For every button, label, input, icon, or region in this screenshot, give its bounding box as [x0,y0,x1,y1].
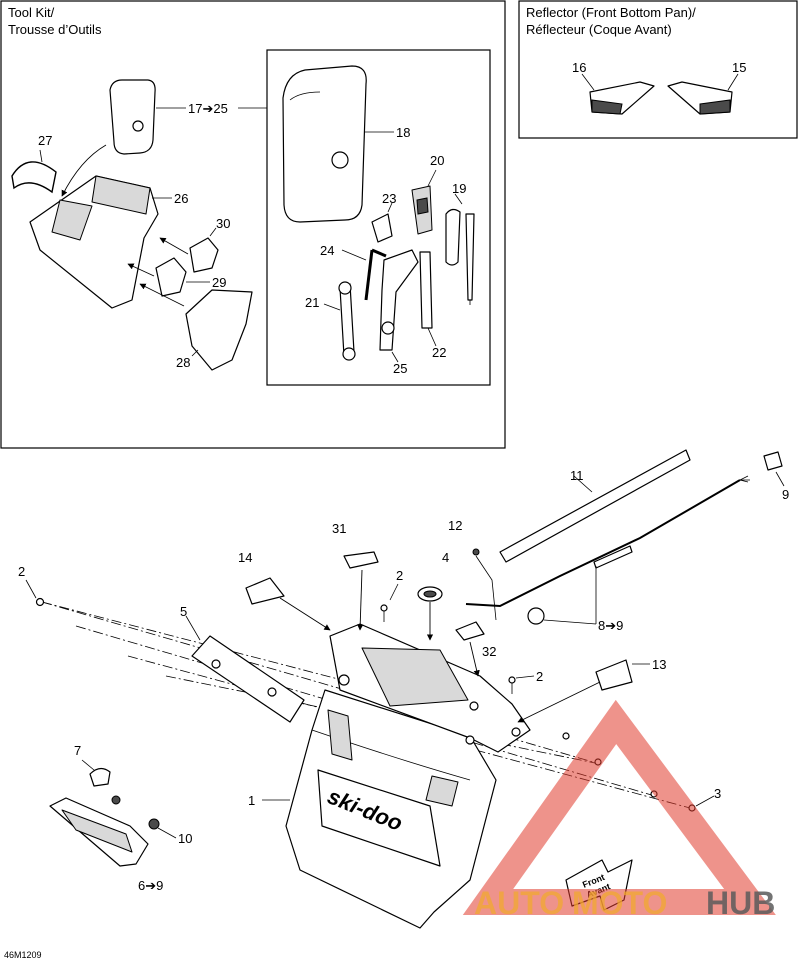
screw-right: 2 [508,669,543,694]
callout-29: 29 [212,275,226,290]
watermark-auto: AUTO [474,885,564,921]
callout-4: 4 [442,550,449,565]
tool-bag-large: 18 [282,65,410,223]
socket-tool: 20 [411,153,444,235]
callout-1: 1 [248,793,255,808]
callout-8-9: 8➔9 [598,618,623,633]
screw-left: 2 [18,564,45,607]
assembly-arrow [61,144,107,197]
wrench: 21 [305,281,356,361]
connector: 9 [763,451,789,502]
emblem: 4 [417,550,449,641]
side-bracket: 5 [180,604,305,723]
upper-frame [329,623,531,753]
reflector-15: 15 [667,60,746,115]
callout-23: 23 [382,191,396,206]
reflector-title-en: Reflector (Front Bottom Pan)/ [526,5,696,20]
tool-kit-title-fr: Trousse d’Outils [8,22,102,37]
clip: 23 [371,191,396,243]
callout-5: 5 [180,604,187,619]
callout-20: 20 [430,153,444,168]
callout-16: 16 [572,60,586,75]
watermark-moto: MOTO [572,885,667,921]
callout-13: 13 [652,657,666,672]
tool-kit-title-en: Tool Kit/ [8,5,55,20]
callout-21: 21 [305,295,319,310]
callout-9: 9 [782,487,789,502]
callout-27: 27 [38,133,52,148]
tool-kit-panel: Tool Kit/ Trousse d’Outils 17➔25 18 20 [0,0,506,449]
callout-32: 32 [482,644,496,659]
pad-29: 29 [127,257,226,297]
tool-holder: 26 [29,175,188,309]
reflector-panel: Reflector (Front Bottom Pan)/ Réflecteur… [518,0,798,139]
reflector-title-fr: Réflecteur (Coque Avant) [526,22,672,37]
main-assembly: ski-doo 1 5 14 [18,449,789,929]
strap: 22 [419,251,446,360]
pad-30: 30 [159,216,230,273]
bulb: 7 [74,743,111,787]
callout-22: 22 [432,345,446,360]
grommet: 12 [448,518,497,621]
spanner-tool: 25 [379,249,419,376]
callout-19: 19 [452,181,466,196]
screwdriver: 19 [445,181,475,305]
callout-2c: 2 [536,669,543,684]
callout-3: 3 [714,786,721,801]
headlamp: 10 6➔9 [49,795,192,893]
trim-strip: 11 [499,449,691,563]
callout-30: 30 [216,216,230,231]
tool-bag-small: 17➔25 [109,79,267,155]
callout-15: 15 [732,60,746,75]
callout-31: 31 [332,521,346,536]
figure-code: 46M1209 [4,950,42,960]
callout-28: 28 [176,355,190,370]
callout-17-25: 17➔25 [188,101,228,116]
callout-2b: 2 [396,568,403,583]
watermark-hub: HUB [706,885,775,921]
decal-32: 32 [455,621,496,677]
wire-clamp: 27 [11,133,57,194]
watermark: AUTO MOTO HUB [462,699,776,921]
brand-decal-area [317,769,441,867]
callout-26: 26 [174,191,188,206]
callout-2a: 2 [18,564,25,579]
callout-18: 18 [396,125,410,140]
callout-6-9: 6➔9 [138,878,163,893]
hex-key: 24 [320,243,387,301]
decal-14: 14 [238,550,331,631]
watermark-triangle [462,699,776,915]
callout-11: 11 [570,468,584,483]
tool-bag-subframe [266,49,491,386]
callout-12: 12 [448,518,462,533]
callout-24: 24 [320,243,334,258]
callout-14: 14 [238,550,252,565]
callout-7: 7 [74,743,81,758]
reflector-16: 16 [572,60,655,115]
callout-25: 25 [393,361,407,376]
decal-13: 13 [517,657,666,723]
callout-10: 10 [178,831,192,846]
wire-harness: 8➔9 [465,475,750,633]
decal-31: 31 [332,521,379,631]
screw-top: 2 [380,568,403,622]
bottom-pan: ski-doo 1 [248,689,497,929]
pad-28: 28 [139,283,253,371]
